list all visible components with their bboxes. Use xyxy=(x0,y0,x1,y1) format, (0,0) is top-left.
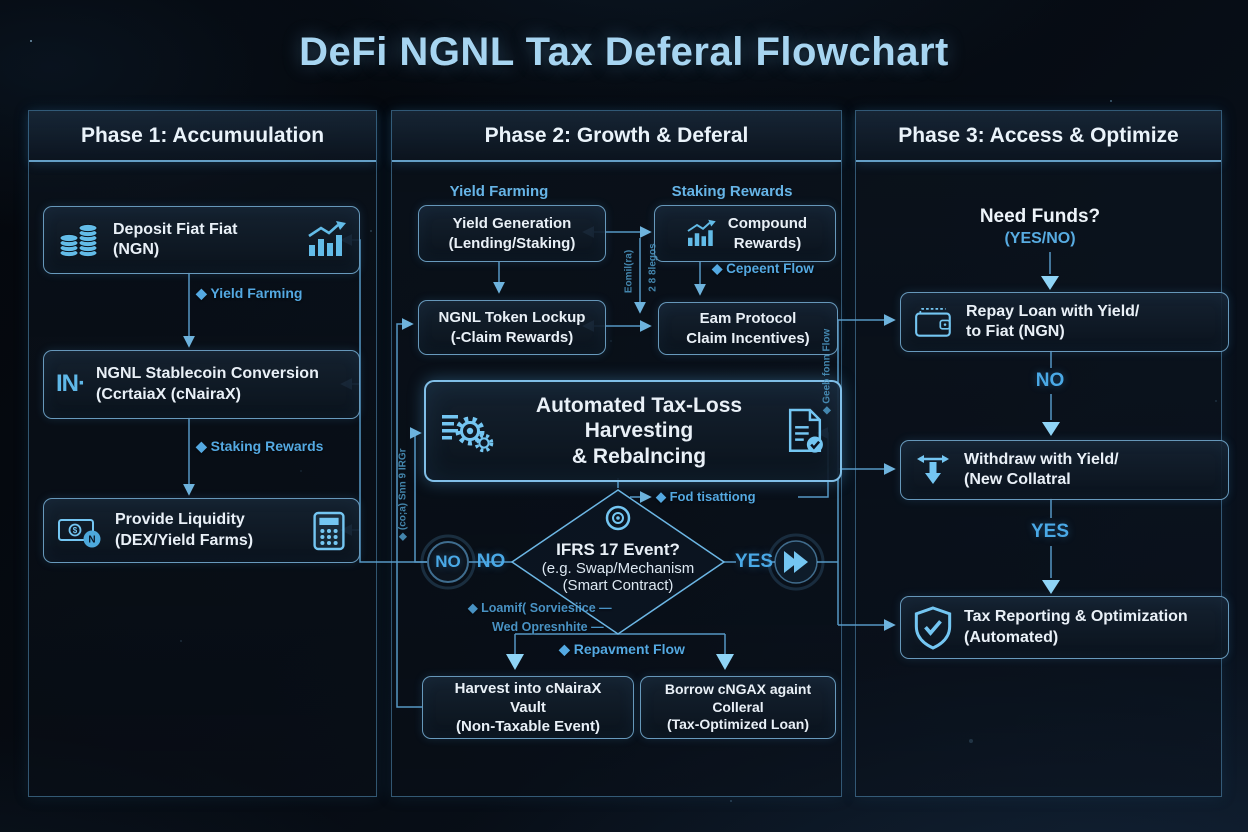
borrow-collateral-label: Borrow cNGAX againt Colleral (Tax-Optimi… xyxy=(664,680,812,733)
in-icon: IN· xyxy=(56,370,86,398)
withdraw-arrow-icon xyxy=(917,455,949,484)
chart-up-icon xyxy=(308,221,346,256)
mid-vertical-text-left: Eomil(ra) xyxy=(623,249,635,294)
yes-path-label: YES xyxy=(734,551,774,572)
page-title: DeFi NGNL Tax Deferal Flowchart xyxy=(299,30,949,74)
stablecoin-conversion-label: NGNL Stablecoin Conversion (CcrtaiaX (cN… xyxy=(96,365,319,403)
withdraw-node: Withdraw with Yield/ (New Collatral xyxy=(900,440,1229,500)
wed-opresnhite-label: Wed Opresnhite — xyxy=(492,620,604,634)
token-lockup-label: NGNL Token Lockup (-Claim Rewards) xyxy=(438,309,586,346)
svg-text:$: $ xyxy=(73,526,78,535)
phase1-header: Phase 1: Accumuulation xyxy=(29,111,376,162)
deposit-fiat-node: Deposit Fiat Fiat (NGN) xyxy=(43,206,360,274)
loan-service-label: ◆ Loamif( Sorviesiice — xyxy=(468,601,612,615)
token-lockup-node: NGNL Token Lockup (-Claim Rewards) xyxy=(418,300,606,355)
cepeent-flow-label: ◆ Cepeent Flow xyxy=(712,261,814,276)
mid-vertical-text-right: 2 8 8legos xyxy=(647,243,659,292)
tax-reporting-node: Tax Reporting & Optimization (Automated) xyxy=(900,596,1229,659)
staking-rewards-flow-label: ◆ Staking Rewards xyxy=(196,438,324,454)
tax-loss-harvesting-label: Automated Tax-Loss Harvesting & Rebalnci… xyxy=(535,393,743,468)
wallet-icon xyxy=(915,308,951,337)
harvest-vault-label: Harvest into cNairaX Vault (Non-Taxable … xyxy=(454,679,602,736)
staking-rewards-column-label: Staking Rewards xyxy=(671,183,793,200)
gestion-flow-vertical-text: ◆ Geeb fonn Flow xyxy=(821,328,833,415)
compound-chart-icon xyxy=(687,219,716,246)
yield-farming-column-label: Yield Farming xyxy=(449,183,549,200)
yield-farming-flow-label: ◆ Yield Farming xyxy=(196,285,303,301)
repay-loan-label: Repay Loan with Yield/ to Fiat (NGN) xyxy=(966,302,1140,340)
no-path-label: NO xyxy=(476,551,506,572)
tax-reporting-label: Tax Reporting & Optimization (Automated) xyxy=(964,608,1188,646)
no-branch-label: NO xyxy=(1035,370,1065,391)
withdraw-label: Withdraw with Yield/ (New Collatral xyxy=(964,450,1119,488)
deposit-fiat-label: Deposit Fiat Fiat (NGN) xyxy=(113,220,238,258)
yield-generation-node: Yield Generation (Lending/Staking) xyxy=(418,205,606,262)
compound-rewards-node: Compound Rewards) xyxy=(654,205,836,262)
provide-liquidity-node: $ N Provide Liquidity (DEX/Yield Farms) xyxy=(43,498,360,563)
harvest-vault-node: Harvest into cNairaX Vault (Non-Taxable … xyxy=(422,676,634,739)
borrow-collateral-node: Borrow cNGAX againt Colleral (Tax-Optimi… xyxy=(640,676,836,739)
stablecoin-conversion-node: IN· NGNL Stablecoin Conversion (CcrtaiaX… xyxy=(43,350,360,419)
repayment-flow-label: ◆ Repavment Flow xyxy=(559,641,685,657)
yield-generation-label: Yield Generation (Lending/Staking) xyxy=(448,215,576,252)
banknote-coin-icon: $ N xyxy=(58,518,101,547)
svg-text:N: N xyxy=(88,534,95,545)
yes-no-label: (YES/NO) xyxy=(1004,230,1076,247)
coin-stack-icon xyxy=(59,223,98,258)
provide-liquidity-label: Provide Liquidity (DEX/Yield Farms) xyxy=(115,511,254,549)
phase2-header: Phase 2: Growth & Deferal xyxy=(392,111,841,162)
fod-tisattiong-label: ◆ Fod tisattiong xyxy=(656,489,756,504)
no-circle-label: NO xyxy=(435,552,461,571)
calculator-icon xyxy=(313,511,345,550)
document-check-icon xyxy=(788,408,823,453)
tax-loss-harvesting-node: Automated Tax-Loss Harvesting & Rebalnci… xyxy=(424,380,842,482)
earn-protocol-node: Eam Protocol Claim Incentives) xyxy=(658,302,838,355)
gears-icon xyxy=(442,415,494,453)
repay-loan-node: Repay Loan with Yield/ to Fiat (NGN) xyxy=(900,292,1229,352)
yes-branch-label: YES xyxy=(1030,521,1070,542)
earn-protocol-label: Eam Protocol Claim Incentives) xyxy=(686,310,810,347)
decision-label: IFRS 17 Event? (e.g. Swap/Mechanism (Sma… xyxy=(541,540,695,594)
phase3-header: Phase 3: Access & Optimize xyxy=(856,111,1221,162)
no-path-vertical-text: ◆ (co;a) Snn 9 IRGr xyxy=(397,448,409,541)
compound-rewards-label: Compound Rewards) xyxy=(727,215,808,252)
need-funds-label: Need Funds? xyxy=(979,206,1101,227)
shield-check-icon xyxy=(914,605,952,650)
